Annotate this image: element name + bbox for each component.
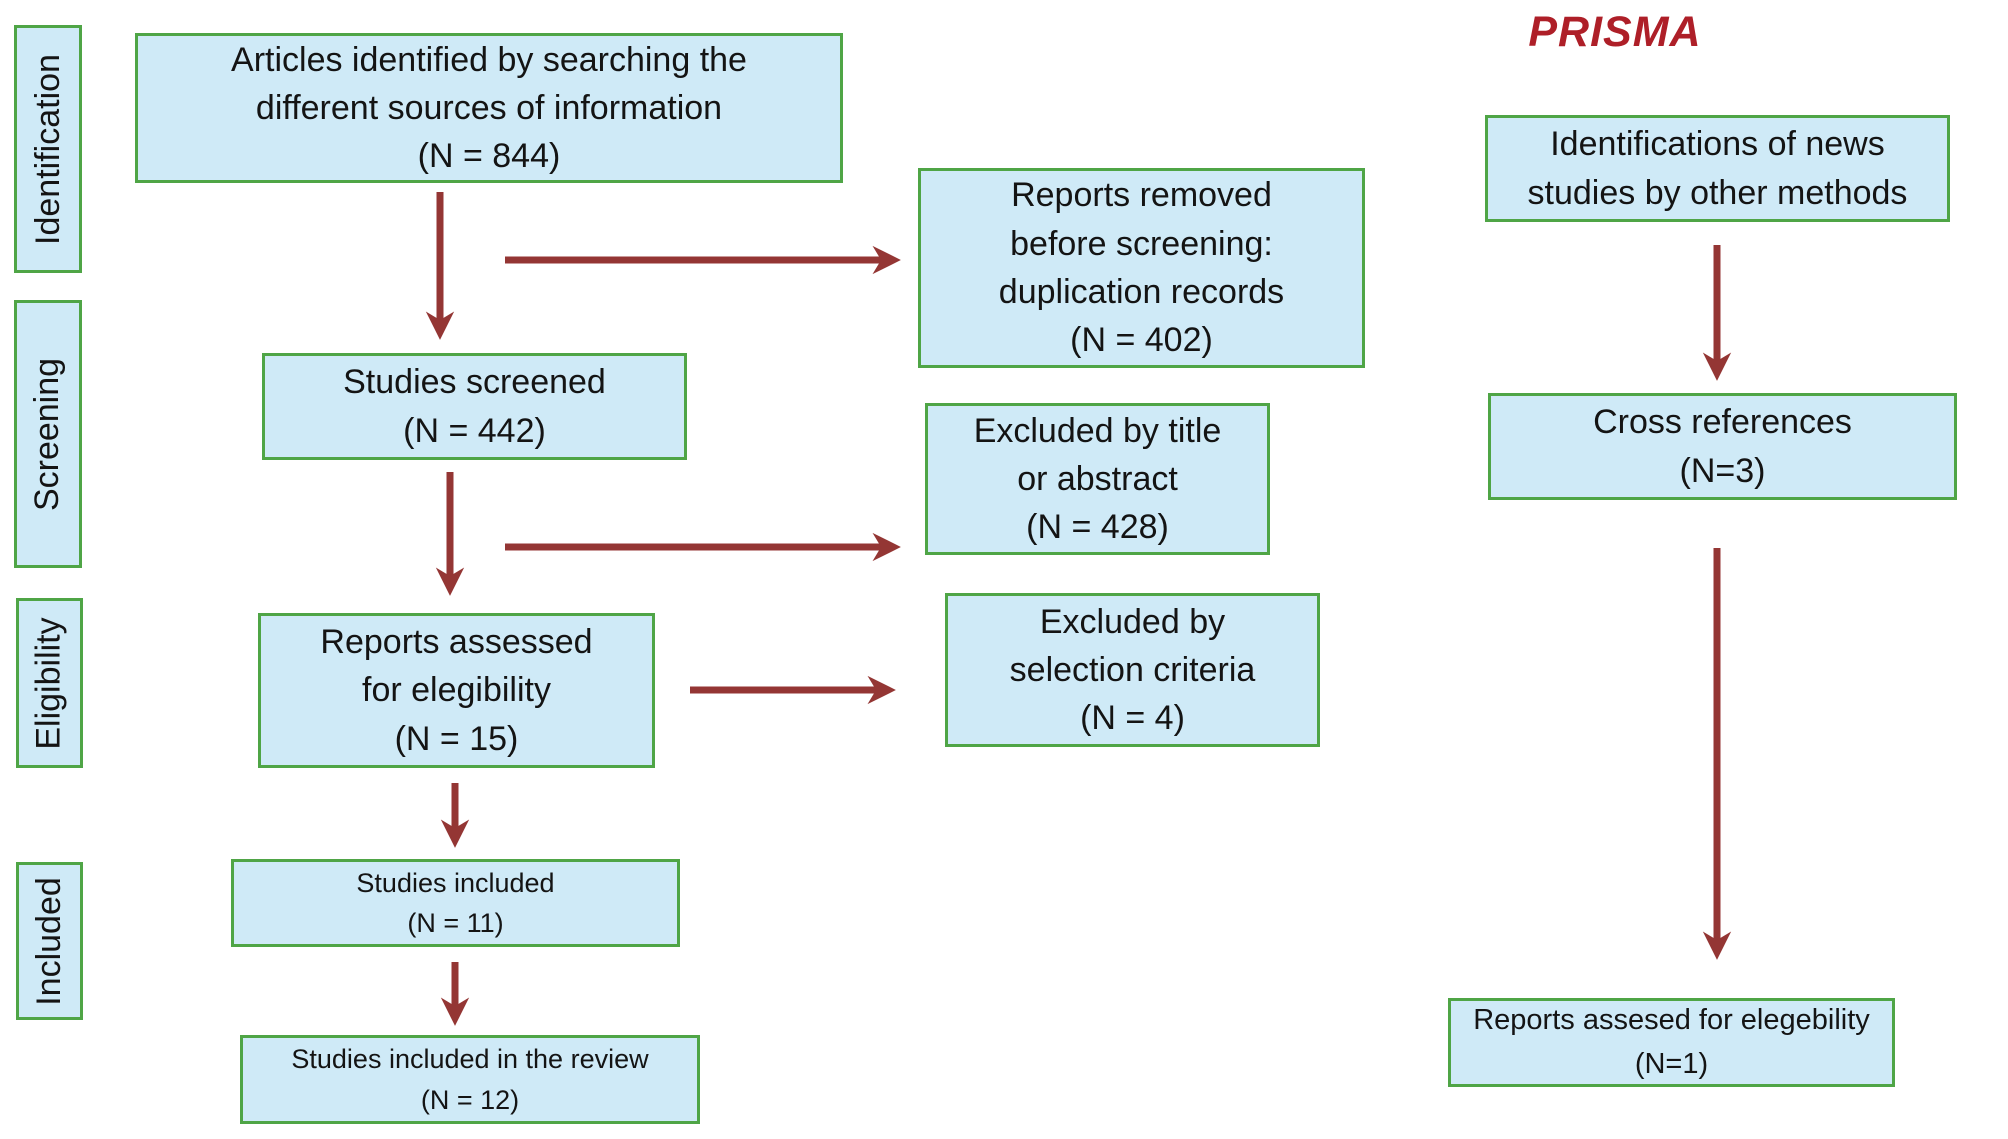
box-studies-screened: Studies screened (N = 442) xyxy=(262,353,687,460)
stage-label-eligibility-text: Eligibility xyxy=(30,616,69,750)
box-studies-included-review: Studies included in the review (N = 12) xyxy=(240,1035,700,1124)
stage-label-identification-text: Identification xyxy=(28,53,67,245)
box-articles-identified: Articles identified by searching the dif… xyxy=(135,33,843,183)
stage-label-included-text: Included xyxy=(30,876,69,1006)
box-cross-references: Cross references (N=3) xyxy=(1488,393,1957,500)
box-reports-assesed-elegebility: Reports assesed for elegebility (N=1) xyxy=(1448,998,1895,1087)
box-identifications-other-methods: Identifications of news studies by other… xyxy=(1485,115,1950,222)
box-excluded-title: Excluded by title or abstract (N = 428) xyxy=(925,403,1270,555)
page-title: PRISMA xyxy=(1528,7,1702,56)
stage-label-eligibility: Eligibility xyxy=(16,598,83,768)
box-reports-removed: Reports removed before screening: duplic… xyxy=(918,168,1365,368)
stage-label-screening: Screening xyxy=(14,300,82,568)
box-studies-included: Studies included (N = 11) xyxy=(231,859,680,947)
stage-label-screening-text: Screening xyxy=(28,357,67,511)
stage-label-included: Included xyxy=(16,862,83,1020)
stage-label-identification: Identification xyxy=(14,25,82,273)
box-excluded-selection: Excluded by selection criteria (N = 4) xyxy=(945,593,1320,747)
box-reports-assessed: Reports assessed for elegibility (N = 15… xyxy=(258,613,655,768)
